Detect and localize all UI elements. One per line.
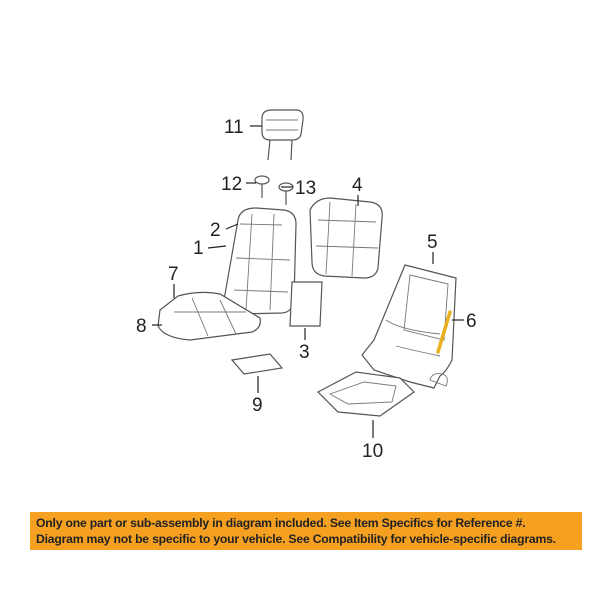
callout-7: 7 bbox=[168, 264, 179, 285]
callout-1: 1 bbox=[193, 238, 204, 259]
part-headrest bbox=[261, 109, 304, 161]
part-headrest-guide-left bbox=[254, 175, 270, 198]
callout-10: 10 bbox=[362, 441, 383, 462]
part-panel bbox=[289, 281, 323, 327]
disclaimer-line-1: Only one part or sub-assembly in diagram… bbox=[36, 516, 526, 530]
callout-9: 9 bbox=[252, 395, 263, 416]
part-seat-back-cover bbox=[223, 207, 297, 315]
part-heater-pad bbox=[230, 353, 284, 375]
callout-6: 6 bbox=[466, 311, 477, 332]
callout-4: 4 bbox=[352, 175, 363, 196]
callout-5: 5 bbox=[427, 232, 438, 253]
callout-13: 13 bbox=[295, 178, 316, 199]
callout-2: 2 bbox=[210, 220, 221, 241]
callout-12: 12 bbox=[221, 174, 242, 195]
leader-lines bbox=[152, 125, 464, 438]
part-seat-back-frame bbox=[361, 264, 457, 389]
callout-3: 3 bbox=[299, 342, 310, 363]
part-6-highlighted bbox=[436, 310, 452, 354]
disclaimer-line-2: Diagram may not be specific to your vehi… bbox=[36, 532, 556, 546]
part-headrest-guide-right bbox=[278, 182, 294, 205]
callout-11: 11 bbox=[224, 117, 244, 138]
part-cushion-frame bbox=[316, 371, 415, 417]
part-cushion-cover bbox=[157, 291, 261, 341]
part-seat-back-pad bbox=[309, 197, 383, 279]
disclaimer-banner: Only one part or sub-assembly in diagram… bbox=[30, 512, 582, 550]
callout-8: 8 bbox=[136, 316, 147, 337]
